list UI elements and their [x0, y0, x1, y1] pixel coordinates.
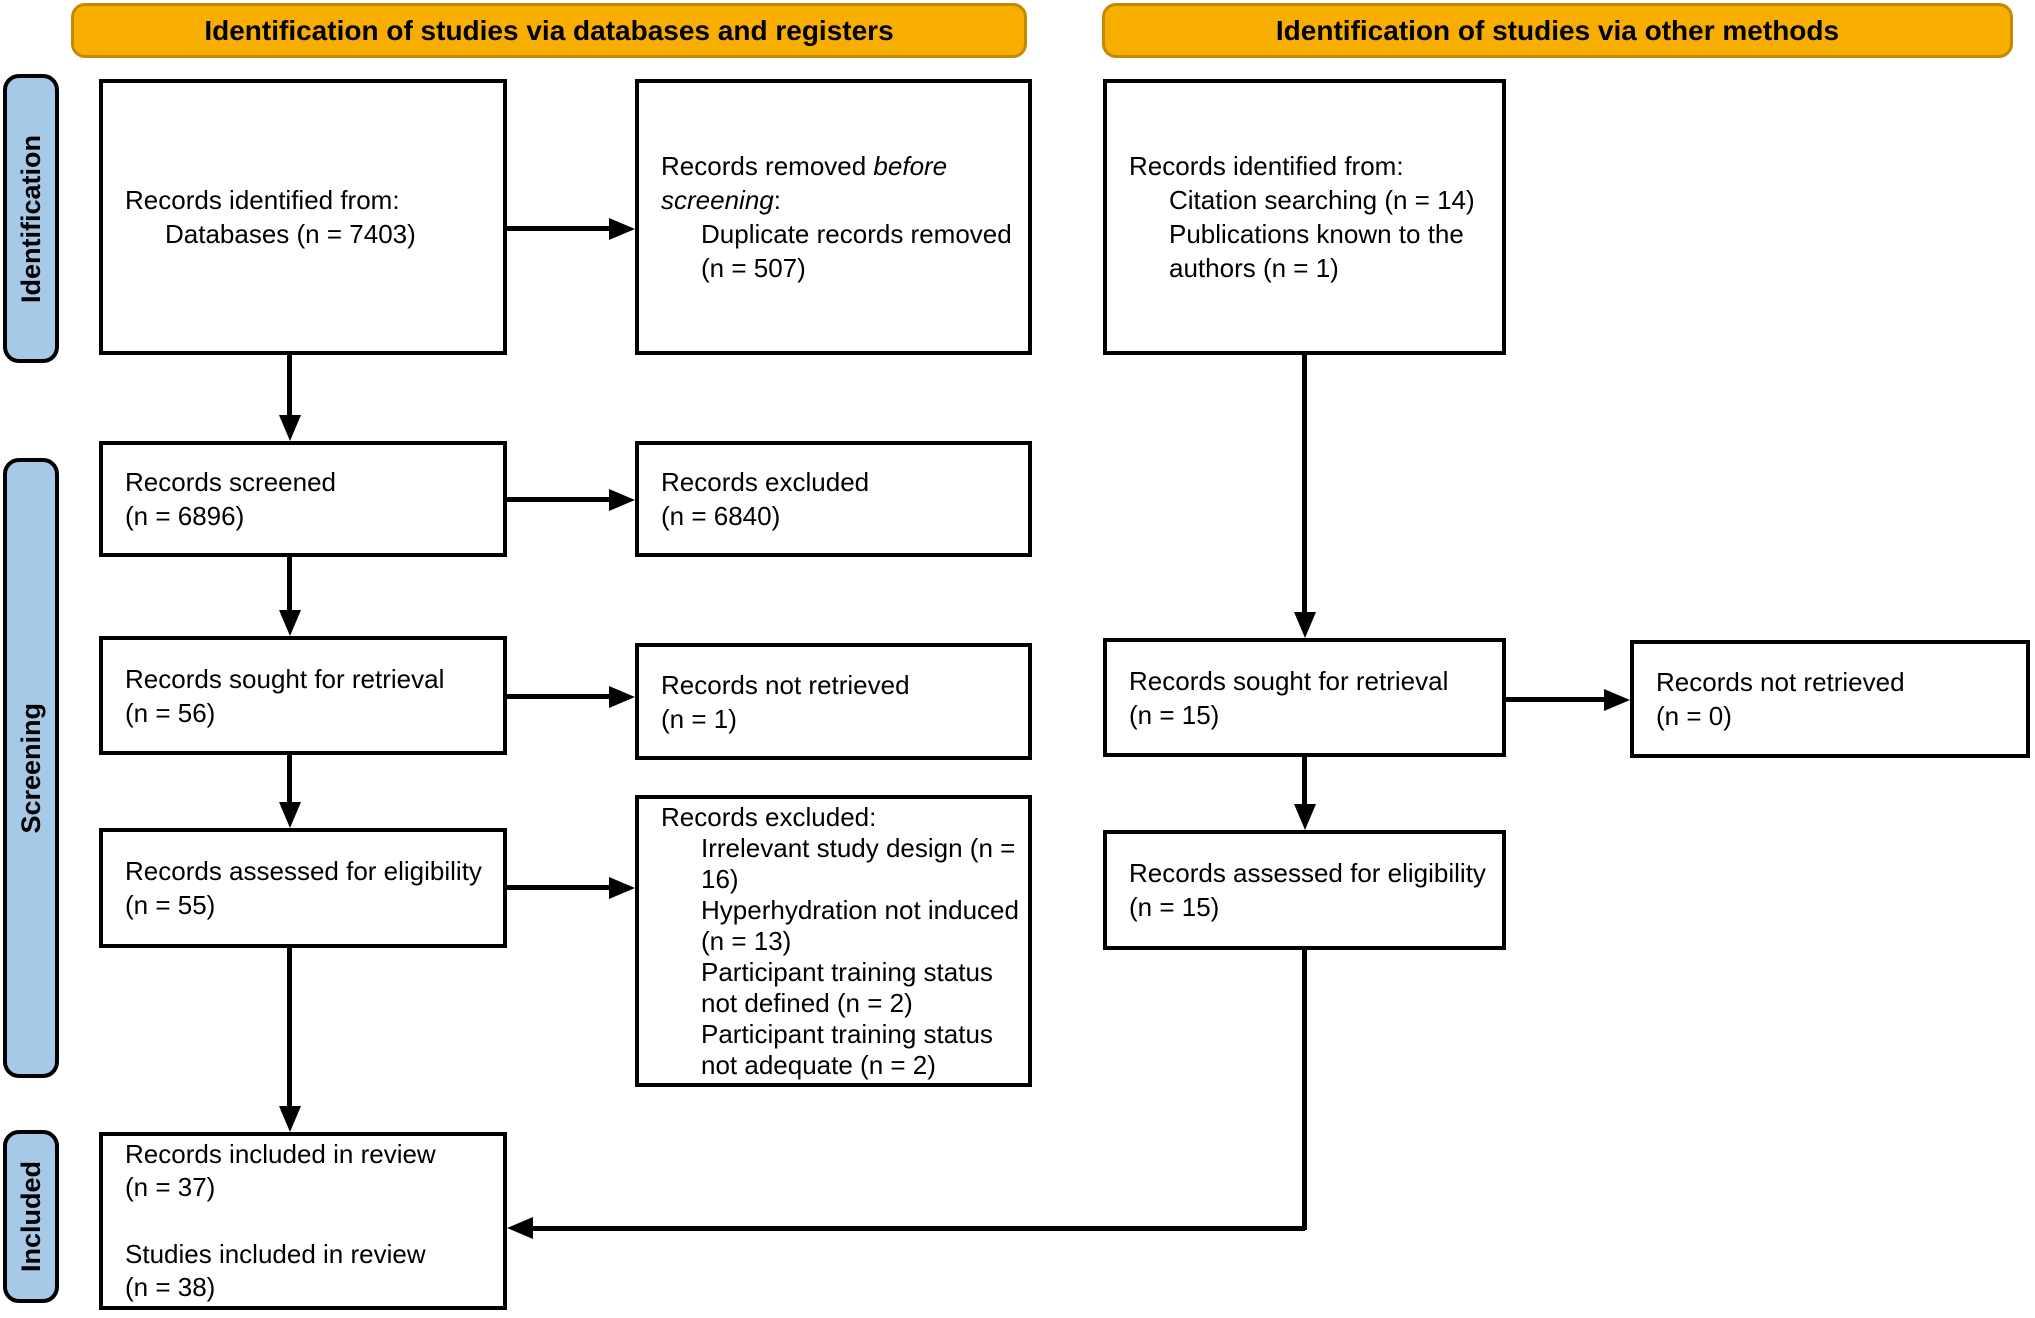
box-line: (n = 1) [661, 703, 737, 734]
arrow-screened-to-sought-line [287, 557, 292, 612]
box-line: Studies included in review [125, 1239, 426, 1269]
arrow-othersought-to-otherassessed-head [1294, 804, 1316, 830]
box-line: Records not retrieved [661, 669, 910, 700]
box-line: (n = 37) [125, 1172, 216, 1202]
box-title: Records excluded: [661, 801, 877, 832]
box-records-excluded-reasons: Records excluded: Irrelevant study desig… [635, 795, 1032, 1087]
arrow-othersought-to-othernotretrieved-head [1604, 689, 1630, 711]
title-suffix: : [773, 185, 781, 215]
box-records-screened: Records screened (n = 6896) [99, 441, 507, 557]
arrow-otheridentified-to-othersought-line [1302, 355, 1307, 612]
arrow-assessed-to-reasons-head [609, 877, 635, 899]
arrow-identified-to-screened-line [287, 355, 292, 417]
stage-label-screening: Screening [3, 458, 59, 1078]
box-line: Records sought for retrieval [125, 663, 445, 694]
box-records-assessed-other: Records assessed for eligibility (n = 15… [1103, 830, 1506, 950]
stage-label-identification: Identification [3, 74, 59, 363]
arrow-screened-to-excluded-line [507, 497, 609, 502]
box-title: Records identified from: [1129, 151, 1404, 181]
box-item: Publications known to the authors (n = 1… [1169, 219, 1464, 283]
box-records-removed-before-screening: Records removed before screening: Duplic… [635, 79, 1032, 355]
box-records-identified-other: Records identified from: Citation search… [1103, 79, 1506, 355]
box-line: (n = 38) [125, 1272, 216, 1302]
stage-screening-text: Screening [15, 702, 46, 834]
box-item: Irrelevant study design (n = 16) [701, 832, 1016, 894]
box-item: Participant training status not adequate… [701, 1018, 993, 1080]
box-line: Records sought for retrieval [1129, 665, 1449, 696]
header-other-label: Identification of studies via other meth… [1275, 14, 1840, 46]
stage-identification-text: Identification [15, 134, 46, 303]
arrow-identified-to-screened-head [279, 415, 301, 441]
arrow-identified-to-removed-line [507, 226, 609, 231]
arrow-othersought-to-othernotretrieved-line [1506, 697, 1604, 702]
arrow-assessed-to-reasons-line [507, 885, 609, 890]
included-records-paragraph: Records included in review (n = 37) [125, 1138, 497, 1204]
box-line: Records assessed for eligibility [125, 856, 482, 886]
arrow-sought-to-notretrieved-line [507, 694, 609, 699]
box-title: Records removed before screening: [661, 149, 1022, 217]
box-line: Records included in review [125, 1139, 436, 1169]
box-item: Duplicate records removed (n = 507) [701, 219, 1012, 283]
box-title: Records identified from: [125, 185, 400, 215]
arrow-assessed-to-included-line [287, 948, 292, 1106]
box-line: Records not retrieved [1656, 667, 1905, 697]
box-line: Records excluded [661, 467, 870, 497]
box-item: Participant training status not defined … [701, 956, 993, 1018]
box-line: (n = 6896) [125, 501, 245, 531]
arrow-sought-to-assessed-line [287, 755, 292, 802]
arrow-sought-to-notretrieved-head [609, 686, 635, 708]
arrow-screened-to-excluded-head [609, 489, 635, 511]
stage-included-text: Included [15, 1160, 46, 1272]
box-line: (n = 15) [1129, 892, 1220, 922]
stage-label-included: Included [3, 1130, 59, 1303]
arrow-assessed-to-included-head [279, 1106, 301, 1132]
header-databases-registers: Identification of studies via databases … [71, 3, 1027, 58]
box-records-assessed-databases: Records assessed for eligibility (n = 55… [99, 828, 507, 948]
title-prefix: Records removed [661, 151, 874, 181]
box-included-in-review: Records included in review (n = 37) Stud… [99, 1132, 507, 1310]
arrow-otherassessed-to-included-hline [533, 1226, 1305, 1231]
box-line: (n = 56) [125, 697, 216, 728]
box-records-not-retrieved-databases: Records not retrieved (n = 1) [635, 643, 1032, 760]
arrow-othersought-to-otherassessed-line [1302, 757, 1307, 804]
header-other-methods: Identification of studies via other meth… [1102, 3, 2013, 58]
box-records-sought-other: Records sought for retrieval (n = 15) [1103, 638, 1506, 757]
box-item: Hyperhydration not induced (n = 13) [701, 894, 1019, 956]
arrow-otheridentified-to-othersought-head [1294, 612, 1316, 638]
arrow-otherassessed-to-included-vline [1302, 950, 1307, 1230]
box-records-sought-databases: Records sought for retrieval (n = 56) [99, 636, 507, 755]
box-line: (n = 0) [1656, 701, 1732, 731]
box-line: Records screened [125, 467, 336, 497]
included-studies-paragraph: Studies included in review (n = 38) [125, 1238, 497, 1304]
box-line: (n = 15) [1129, 699, 1220, 730]
box-item: Databases (n = 7403) [165, 219, 416, 249]
box-line: (n = 55) [125, 890, 216, 920]
arrow-otherassessed-to-included-head [507, 1217, 533, 1239]
box-item: Citation searching (n = 14) [1169, 185, 1475, 215]
box-line: (n = 6840) [661, 501, 781, 531]
box-records-identified-databases: Records identified from: Databases (n = … [99, 79, 507, 355]
header-databases-label: Identification of studies via databases … [204, 14, 894, 46]
box-line: Records assessed for eligibility [1129, 858, 1486, 888]
arrow-identified-to-removed-head [609, 218, 635, 240]
box-records-excluded: Records excluded (n = 6840) [635, 441, 1032, 557]
title-italic: before screening [661, 151, 948, 215]
arrow-sought-to-assessed-head [279, 802, 301, 828]
arrow-screened-to-sought-head [279, 610, 301, 636]
box-records-not-retrieved-other: Records not retrieved (n = 0) [1630, 640, 2030, 758]
